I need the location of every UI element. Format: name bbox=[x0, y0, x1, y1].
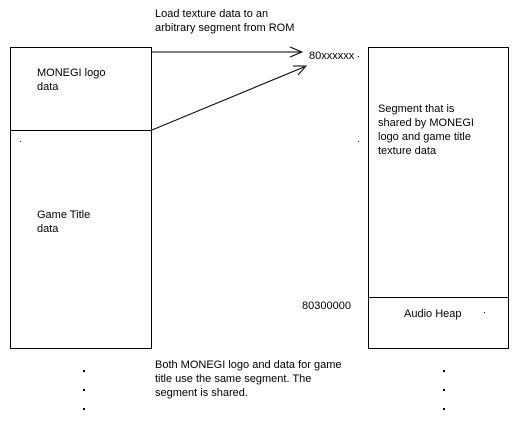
logo-arrow-head bbox=[289, 46, 304, 58]
audio-heap-address: 80300000 bbox=[302, 300, 351, 312]
rom-continuation-dot-1 bbox=[83, 370, 85, 372]
ram-column bbox=[368, 47, 509, 349]
ram-continuation-dot-1 bbox=[443, 370, 445, 372]
segment-mark bbox=[358, 141, 359, 142]
title-arrow-head bbox=[293, 65, 308, 76]
ram-continuation-dot-2 bbox=[443, 389, 445, 391]
shared-segment-caption: Both MONEGI logo and data for game title… bbox=[155, 359, 342, 399]
ram-continuation-dot-3 bbox=[443, 408, 445, 410]
segment-start-address: 80xxxxxx bbox=[309, 50, 355, 62]
address-top-mark bbox=[358, 56, 359, 57]
rom-column-mark bbox=[20, 141, 21, 142]
rom-column bbox=[10, 47, 152, 349]
game-title-data-label: Game Title data bbox=[37, 209, 91, 235]
rom-column-divider bbox=[10, 130, 152, 131]
rom-continuation-dot-3 bbox=[83, 408, 85, 410]
ram-column-divider bbox=[368, 297, 509, 298]
shared-segment-label: Segment that is shared by MONEGI logo an… bbox=[378, 103, 474, 157]
title-to-segment-arrow bbox=[151, 66, 305, 131]
audio-heap-label: Audio Heap bbox=[404, 308, 462, 320]
audio-heap-mark bbox=[484, 312, 485, 313]
monegi-logo-data-label: MONEGI logo data bbox=[37, 67, 106, 93]
load-texture-caption: Load texture data to an arbitrary segmen… bbox=[155, 8, 295, 34]
rom-continuation-dot-2 bbox=[83, 389, 85, 391]
